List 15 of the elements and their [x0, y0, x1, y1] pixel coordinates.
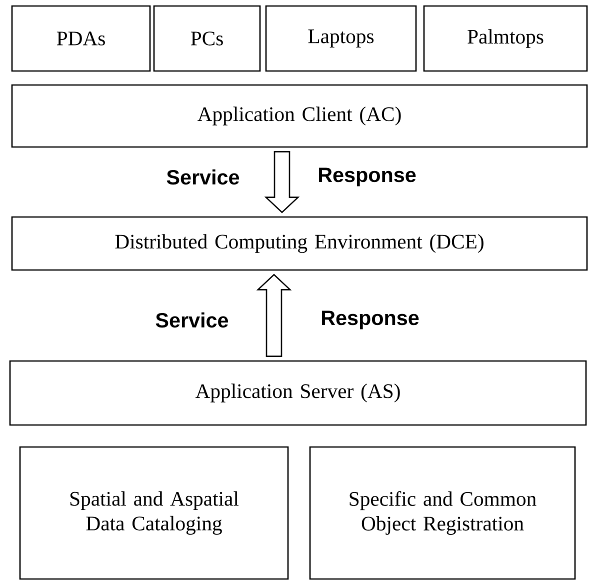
module-box: Specific and Common Object Registration [309, 446, 576, 580]
arrow-label: Response [319, 168, 416, 186]
block-arrow [256, 274, 292, 357]
device-box: PDAs [11, 5, 151, 72]
layer-box: Distributed Computing Environment (DCE) [11, 216, 588, 271]
arrow-label: Response [322, 310, 419, 330]
device-box: Palmtops [423, 5, 588, 72]
arrow-label: Service [156, 312, 228, 328]
arrow-label: Service [166, 169, 240, 185]
device-box: Laptops [265, 5, 417, 72]
device-box: PCs [153, 5, 261, 72]
layer-box: Application Server (AS) [9, 360, 587, 426]
layer-box: Application Client (AC) [11, 84, 588, 148]
module-box: Spatial and Aspatial Data Cataloging [19, 446, 289, 580]
block-arrow [264, 151, 300, 214]
